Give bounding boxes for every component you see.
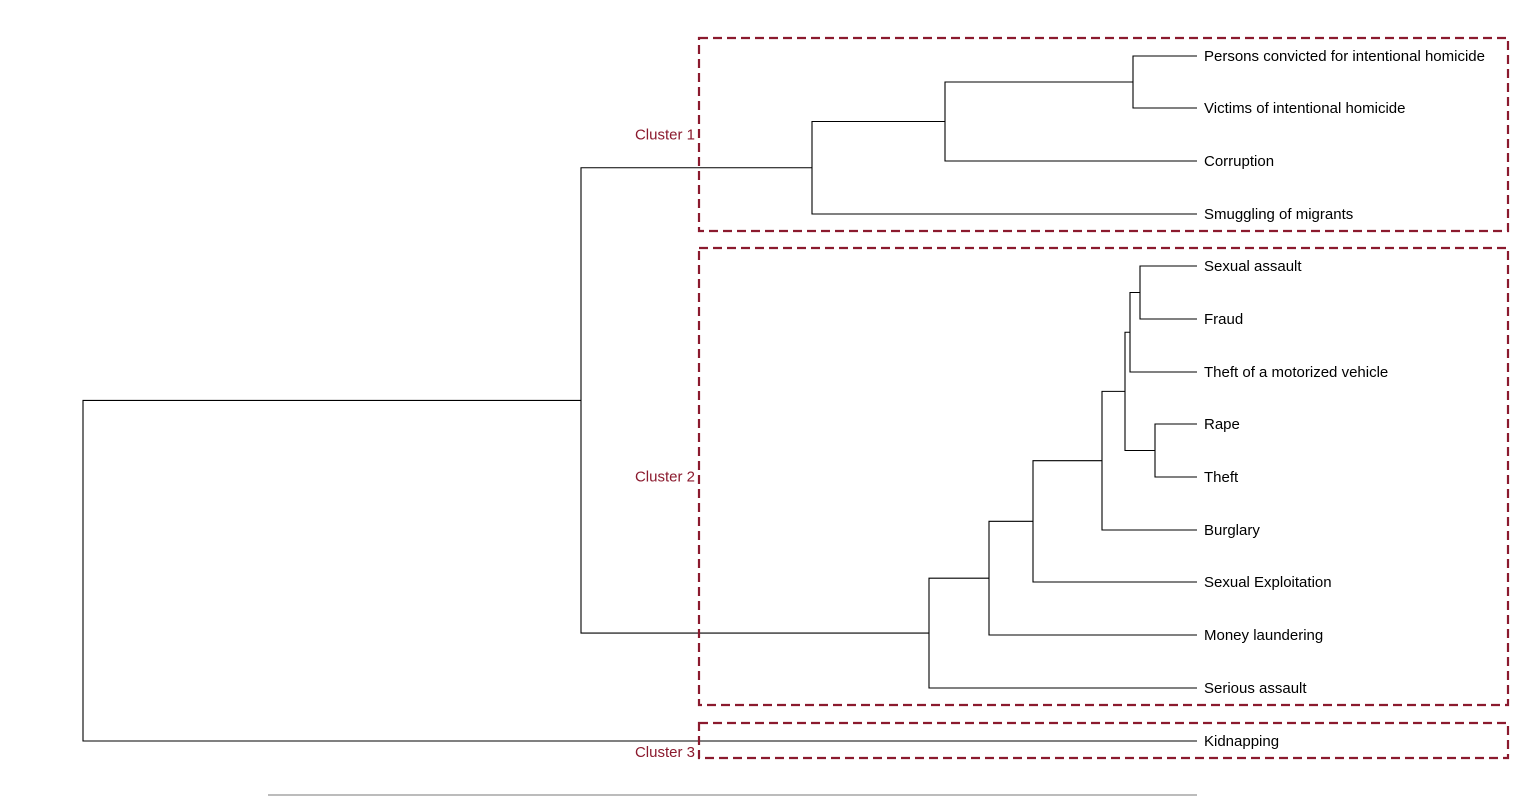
leaf-label: Kidnapping: [1204, 733, 1279, 750]
leaf-label: Victims of intentional homicide: [1204, 100, 1406, 117]
dendrogram-branches: [82, 55, 1197, 742]
dendrogram-branch: [1132, 55, 1197, 109]
leaf-label: Persons convicted for intentional homici…: [1204, 48, 1485, 65]
dendrogram-branch: [811, 120, 1197, 215]
cluster-3-label: Cluster 3: [635, 744, 695, 761]
dendrogram-branch: [944, 81, 1197, 162]
cluster-2-label: Cluster 2: [635, 469, 695, 486]
leaf-label: Serious assault: [1204, 680, 1307, 697]
dendrogram-branch: [928, 577, 1197, 689]
dendrogram-branch: [1139, 265, 1197, 320]
cluster-boxes: Cluster 1 Cluster 2 Cluster 3: [635, 36, 1510, 761]
cluster-2-box: [697, 246, 1510, 707]
leaf-labels: Persons convicted for intentional homici…: [1204, 48, 1485, 750]
leaf-label: Smuggling of migrants: [1204, 206, 1353, 223]
dendrogram-branch: [1101, 390, 1197, 531]
leaf-label: Sexual Exploitation: [1204, 574, 1332, 591]
dendrogram-branch: [580, 167, 929, 634]
cluster-1-box: [697, 36, 1510, 233]
leaf-label: Sexual assault: [1204, 258, 1302, 275]
leaf-label: Fraud: [1204, 311, 1243, 328]
dendrogram-branch: [1154, 423, 1197, 478]
leaf-label: Theft: [1204, 469, 1239, 486]
dendrogram-branch: [988, 520, 1197, 636]
cluster-1-label: Cluster 1: [635, 127, 695, 144]
leaf-label: Rape: [1204, 416, 1240, 433]
leaf-label: Theft of a motorized vehicle: [1204, 364, 1388, 381]
leaf-label: Burglary: [1204, 522, 1260, 539]
leaf-label: Money laundering: [1204, 627, 1323, 644]
leaf-label: Corruption: [1204, 153, 1274, 170]
dendrogram-branch: [82, 399, 1197, 742]
cluster-3-box: [697, 721, 1510, 760]
dendrogram-branch: [1032, 460, 1197, 583]
